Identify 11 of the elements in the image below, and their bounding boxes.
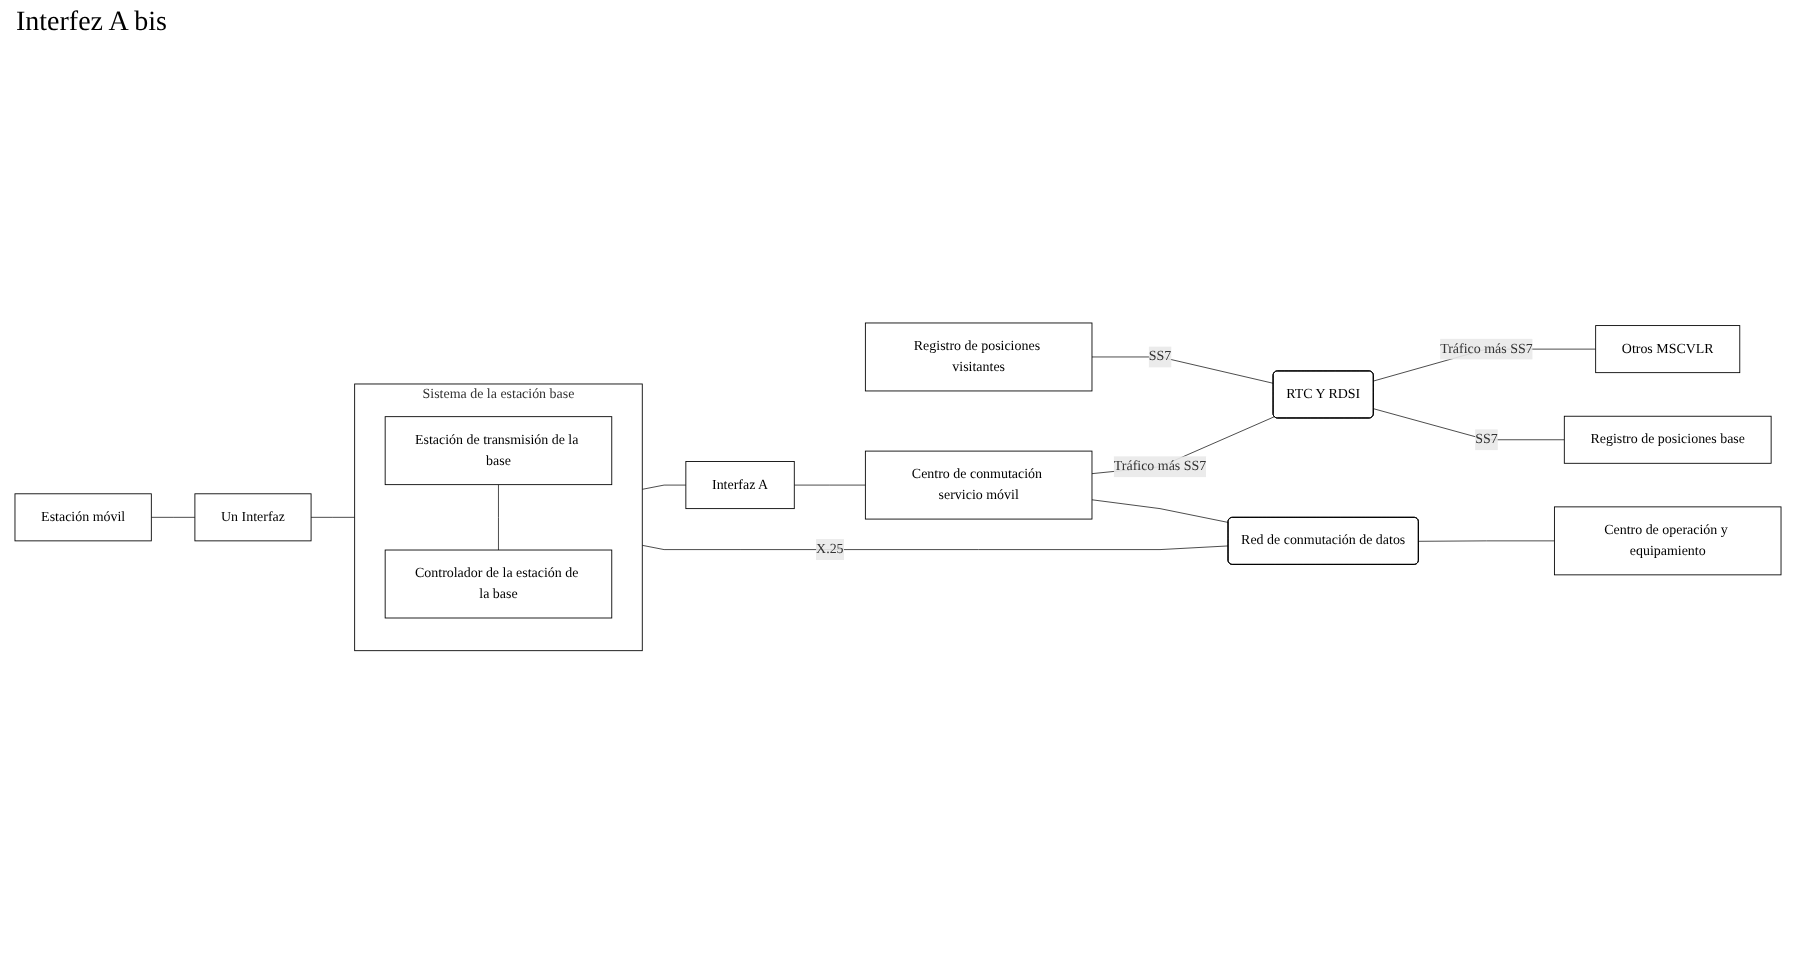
connector — [641, 544, 1229, 550]
connector — [310, 516, 356, 517]
connector — [1373, 407, 1565, 440]
connector — [1418, 539, 1555, 541]
connector — [1091, 355, 1274, 383]
connector — [793, 483, 866, 485]
connector — [641, 483, 687, 489]
interface-label: Interfez A bis — [16, 8, 167, 40]
connector — [150, 516, 196, 517]
connector — [1091, 498, 1229, 523]
connector — [498, 483, 499, 550]
